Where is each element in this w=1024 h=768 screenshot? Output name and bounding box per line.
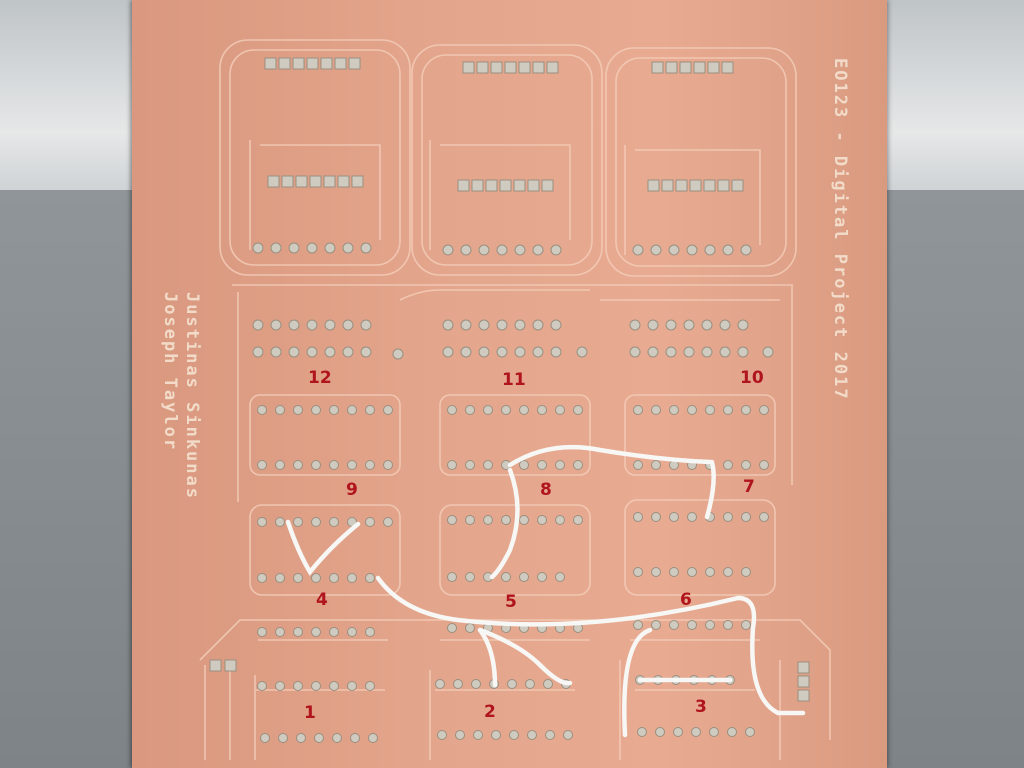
marker-label-2: 2: [484, 702, 496, 722]
marker-label-11: 11: [502, 370, 526, 390]
marker-label-1: 1: [304, 703, 316, 723]
marker-label-12: 12: [308, 368, 332, 388]
marker-label-6: 6: [680, 590, 692, 610]
marker-label-3: 3: [695, 697, 707, 717]
silkscreen-title: EO123 - Digital Project 2017: [830, 58, 850, 401]
silkscreen-author-2: Joseph Taylor: [160, 292, 180, 452]
marker-label-5: 5: [505, 592, 517, 612]
marker-label-9: 9: [346, 480, 358, 500]
copper-traces: [199, 39, 831, 760]
header-pads-top: [264, 57, 734, 74]
silkscreen-author-1: Justinas Sinkunas: [182, 292, 202, 500]
marker-label-8: 8: [540, 480, 552, 500]
jumper-wires: [285, 444, 806, 738]
marker-label-10: 10: [740, 368, 764, 388]
round-pad-rows: [252, 242, 774, 743]
marker-label-7: 7: [743, 477, 755, 497]
marker-label-4: 4: [316, 590, 328, 610]
solder-pads: [209, 57, 810, 743]
header-pads-mid: [209, 175, 810, 702]
